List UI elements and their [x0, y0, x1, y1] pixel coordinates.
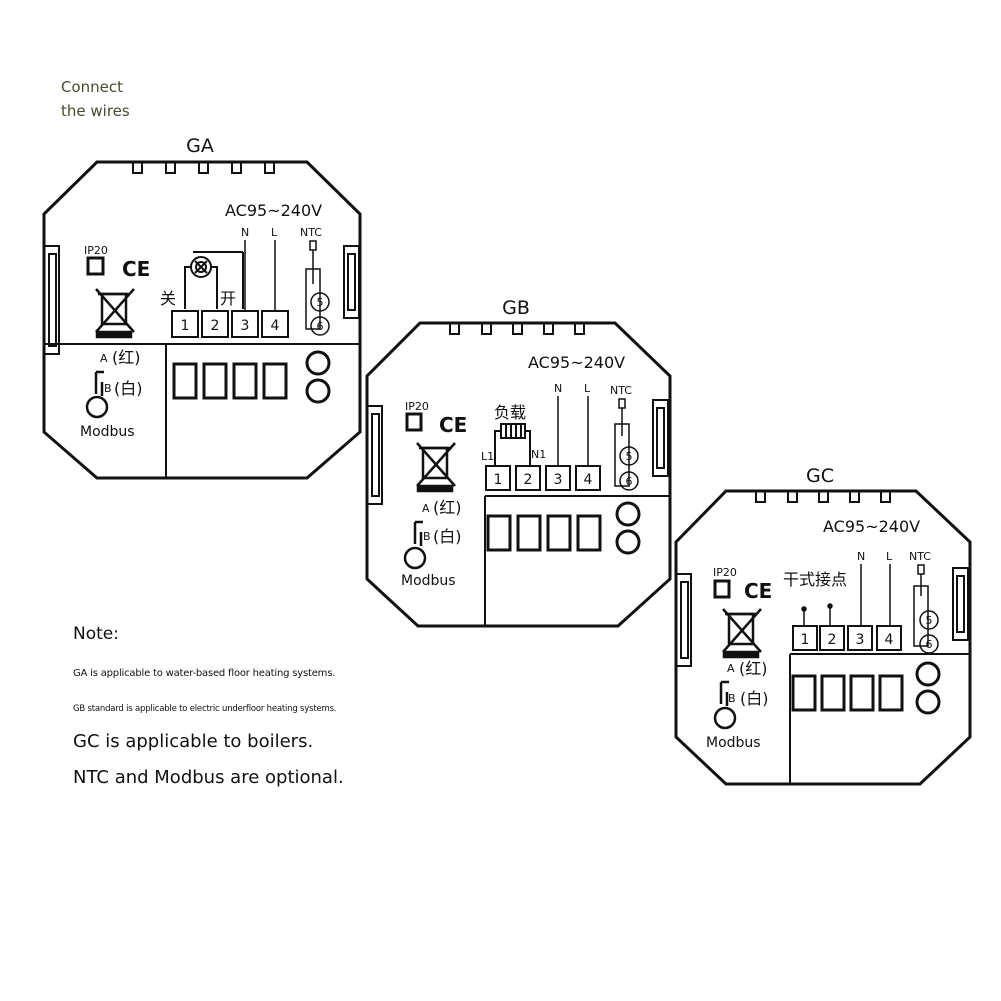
ip-rating: IP20	[84, 244, 108, 257]
unit-title: GA	[186, 135, 214, 157]
modbus-label: Modbus	[80, 424, 135, 440]
weee-bin-icon	[416, 442, 456, 493]
n-label: N	[241, 226, 249, 239]
note-title: Note:	[73, 624, 119, 644]
modbus-connector-icon	[713, 680, 737, 730]
unit-ga: GA AC95~240V N L IP20 CE 关 开 1 2 3 4 NTC	[42, 135, 362, 480]
ntc-sensor-icon	[305, 240, 330, 336]
ntc-label: NTC	[300, 226, 322, 239]
modbus-connector-icon	[85, 370, 109, 419]
valve-icon	[184, 251, 244, 309]
ntc-terminal-5: 5	[626, 450, 633, 463]
unit-gc: GC AC95~240V N L IP20 CE 干式接点 1 2 3 4 NT…	[674, 465, 972, 786]
ntc-label: NTC	[909, 550, 931, 563]
ntc-terminal-5: 5	[926, 614, 933, 627]
ntc-terminal-6: 6	[317, 320, 324, 333]
terminal-4: 4	[584, 472, 593, 488]
terminal-2: 2	[211, 318, 220, 334]
ce-mark: CE	[744, 579, 772, 603]
dry-contact-icon	[801, 603, 833, 626]
l1-label: L1	[481, 450, 494, 463]
modbus-a-color: (红)	[433, 498, 462, 517]
modbus-label: Modbus	[401, 573, 456, 589]
modbus-b-color: (白)	[740, 689, 769, 708]
load-label: 负载	[494, 403, 526, 422]
modbus-a-color: (红)	[112, 348, 141, 367]
terminal-1: 1	[181, 318, 190, 334]
modbus-b-letter: B	[104, 382, 112, 395]
header-line-2: the wires	[61, 102, 130, 120]
terminal-3: 3	[554, 472, 563, 488]
ce-mark: CE	[122, 257, 150, 281]
weee-bin-icon	[722, 608, 762, 659]
n-label: N	[857, 550, 865, 563]
n1-label: N1	[531, 448, 546, 461]
terminal-2: 2	[828, 632, 837, 648]
ip-rating: IP20	[405, 400, 429, 413]
terminal-1: 1	[494, 472, 503, 488]
modbus-b-color: (白)	[433, 527, 462, 546]
l-label: L	[271, 226, 278, 239]
ntc-terminal-5: 5	[317, 296, 324, 309]
voltage-label: AC95~240V	[823, 517, 920, 536]
note-line-gb: GB standard is applicable to electric un…	[73, 704, 337, 714]
dry-contact-label: 干式接点	[783, 570, 847, 589]
modbus-a-letter: A	[727, 662, 735, 675]
terminal-4: 4	[885, 632, 894, 648]
l-label: L	[886, 550, 893, 563]
modbus-b-letter: B	[423, 530, 431, 543]
ntc-terminal-6: 6	[626, 475, 633, 488]
ntc-terminal-6: 6	[926, 638, 933, 651]
modbus-b-letter: B	[728, 692, 736, 705]
modbus-label: Modbus	[706, 735, 761, 751]
weee-bin-icon	[95, 288, 135, 339]
modbus-a-letter: A	[100, 352, 108, 365]
ip-rating: IP20	[713, 566, 737, 579]
modbus-connector-icon	[403, 520, 427, 570]
note-line-gc: GC is applicable to boilers.	[73, 731, 314, 752]
note-line-ga: GA is applicable to water-based floor he…	[73, 668, 336, 679]
modbus-a-color: (红)	[739, 659, 768, 678]
terminal-2: 2	[524, 472, 533, 488]
on-label: 开	[220, 289, 236, 308]
header-line-1: Connect	[61, 78, 124, 96]
unit-gb: GB AC95~240V N L IP20 CE 负载 L1 N1 1 2 3 …	[365, 297, 672, 628]
terminal-3: 3	[241, 318, 250, 334]
ntc-label: NTC	[610, 384, 632, 397]
terminal-4: 4	[271, 318, 280, 334]
ntc-sensor-icon	[614, 398, 639, 491]
off-label: 关	[160, 289, 176, 308]
heating-element-icon	[494, 423, 531, 466]
modbus-b-color: (白)	[114, 379, 143, 398]
terminal-3: 3	[856, 632, 865, 648]
l-label: L	[584, 382, 591, 395]
n-label: N	[554, 382, 562, 395]
voltage-label: AC95~240V	[528, 353, 625, 372]
unit-title: GC	[806, 465, 834, 487]
ntc-sensor-icon	[913, 564, 939, 654]
header-caption: Connect the wires	[61, 75, 201, 123]
voltage-label: AC95~240V	[225, 201, 322, 220]
terminal-1: 1	[801, 632, 810, 648]
unit-title: GB	[502, 297, 530, 319]
ce-mark: CE	[439, 413, 467, 437]
note-line-optional: NTC and Modbus are optional.	[73, 767, 344, 788]
modbus-a-letter: A	[422, 502, 430, 515]
